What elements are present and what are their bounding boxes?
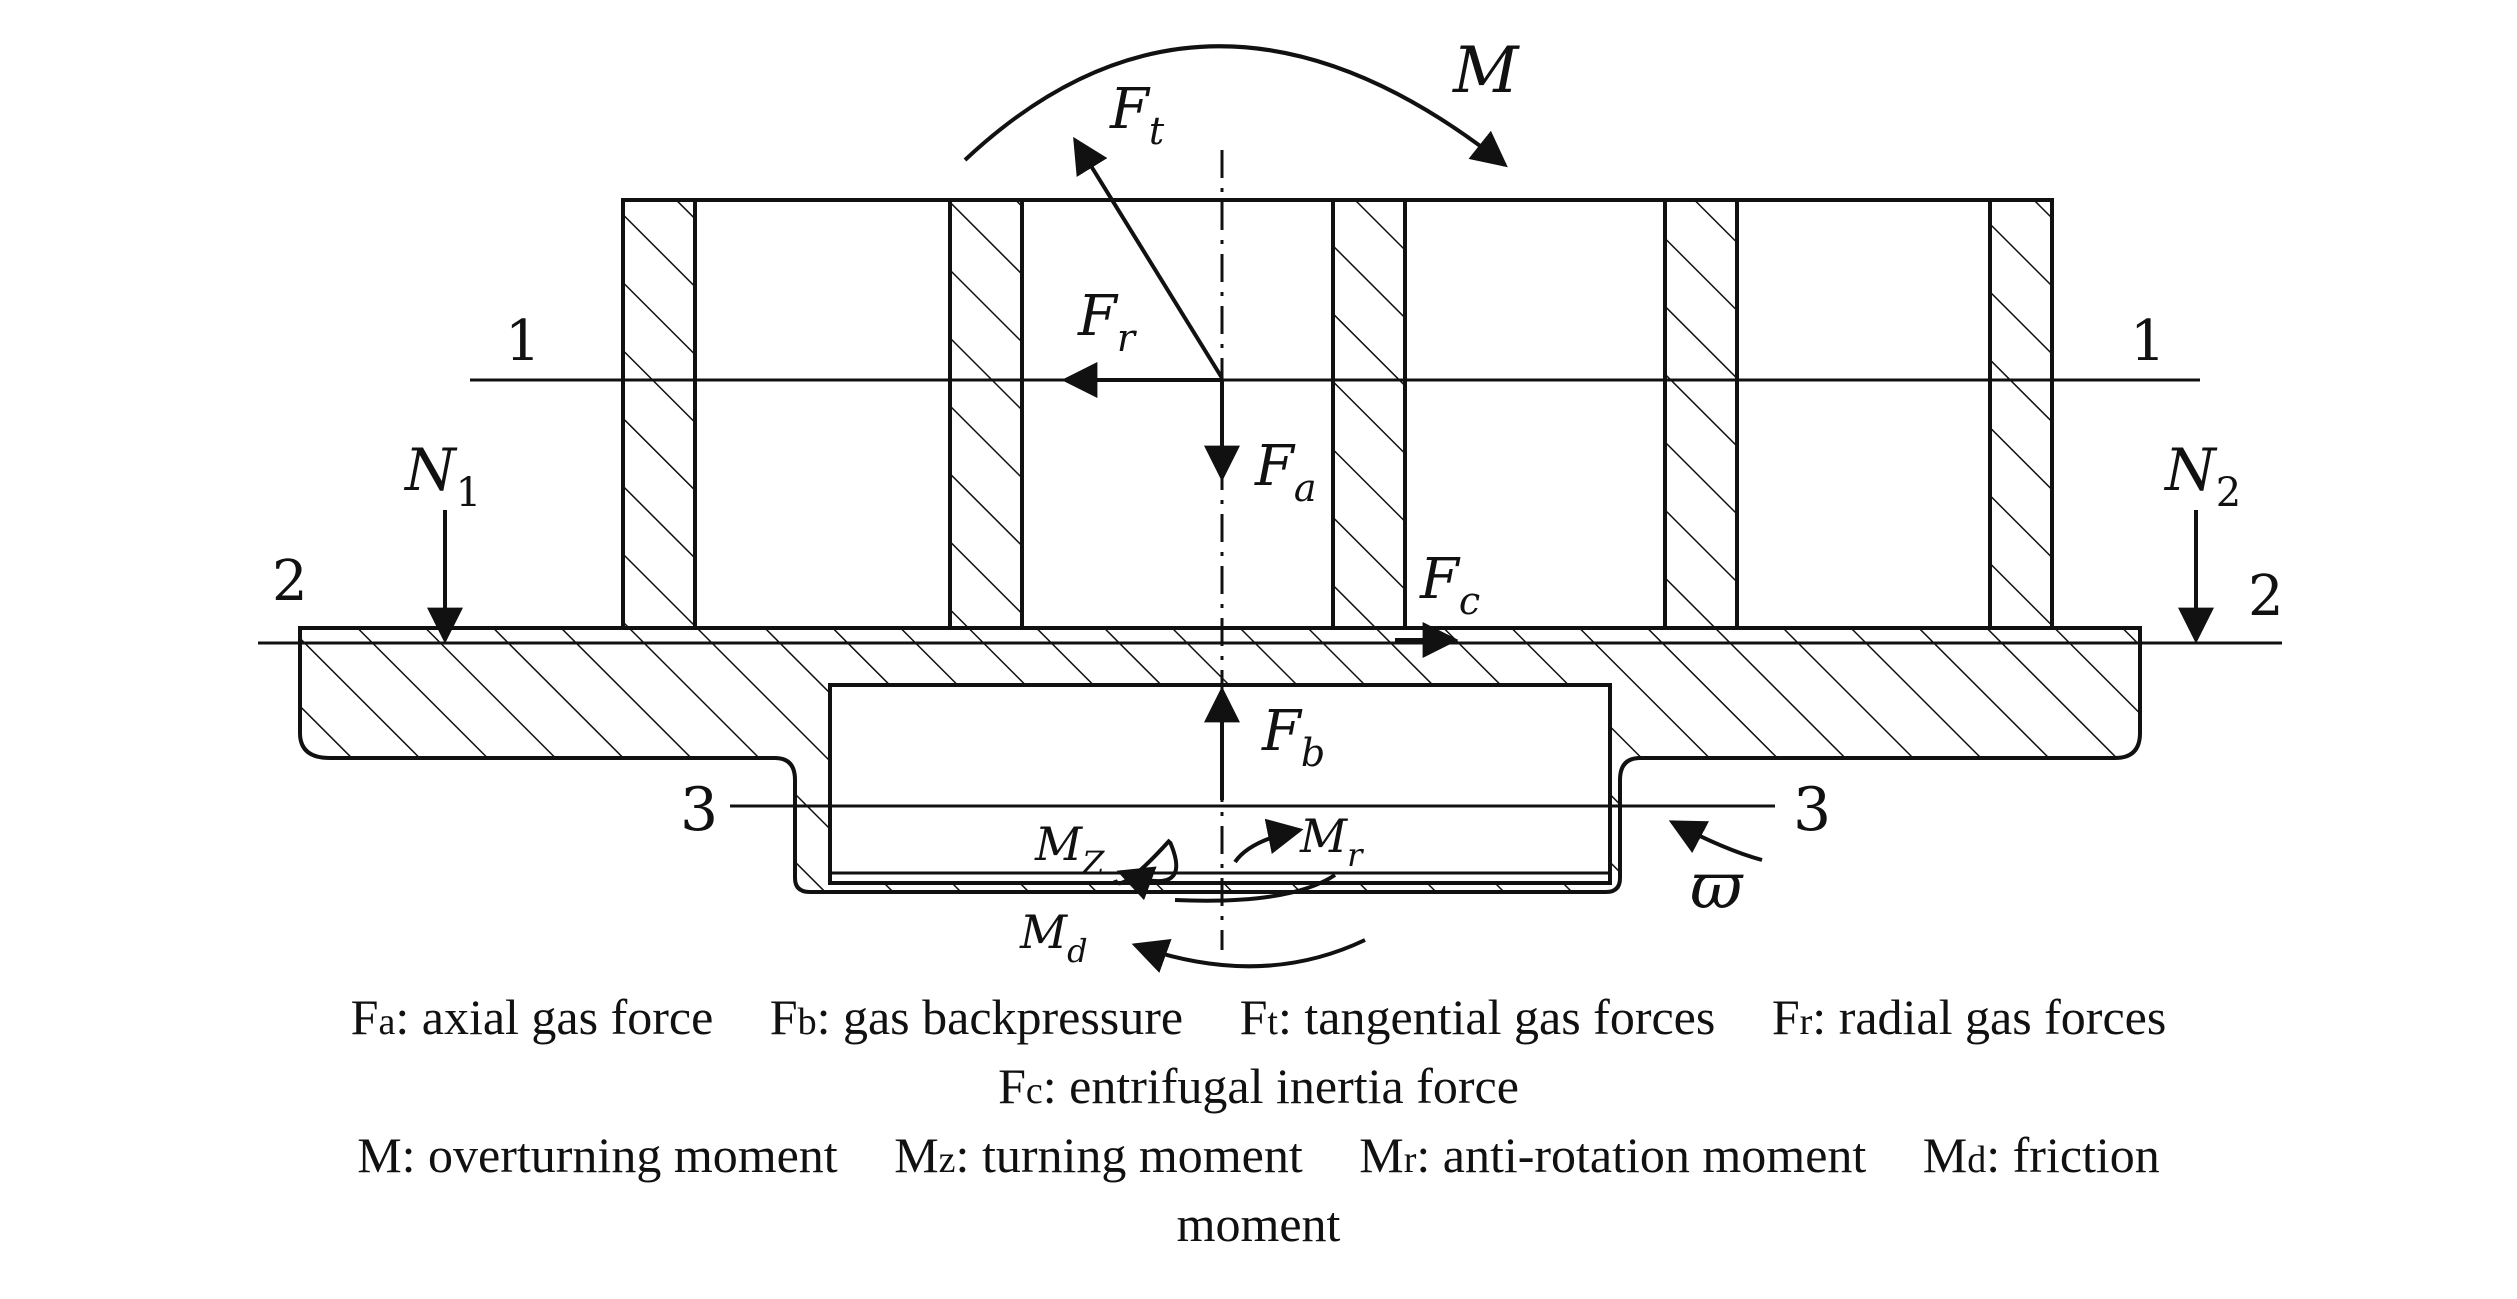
label-omega: ϖ [1690,850,1744,924]
moment-m-arc [963,44,1508,168]
seal-force-diagram: 1 1 2 2 3 3 Ft Fr Fa Fc Fb N1 N2 M [258,34,2284,973]
section-mark-2-left: 2 [272,549,308,614]
label-fb: Fb [1261,699,1325,775]
legend-line-2: Fc: entrifugal inertia force [0,1054,2517,1123]
label-ft: Ft [1109,77,1165,153]
moment-arrows: M MZ Mr Md ϖ [963,34,1763,973]
moment-mz-arrow [1116,841,1179,901]
moment-md-arc [1131,938,1366,973]
rotation-omega-arc [1668,820,1763,862]
section-lines: 1 1 2 2 3 3 [258,309,2284,845]
legend-line-1: Fa: axial gas force Fb: gas backpressure… [0,985,2517,1054]
force-ft-arrow [1073,136,1224,380]
label-fa: Fa [1254,434,1317,510]
legend-line-4: moment [0,1192,2517,1256]
moment-mr-arc [1174,873,1337,903]
legend-item-md: Md: friction [1922,1127,2160,1183]
moment-mr-arrow [1233,818,1304,864]
label-fc: Fc [1419,547,1480,623]
wall-2 [948,198,1024,630]
label-n1: N1 [403,436,481,516]
label-fr: Fr [1077,284,1138,360]
legend: Fa: axial gas force Fb: gas backpressure… [0,985,2517,1256]
legend-item-mr: Mr: anti-rotation moment [1359,1127,1867,1183]
label-m: M [1452,34,1520,108]
legend-item-ft: Ft: tangential gas forces [1239,989,1716,1045]
section-mark-2-right: 2 [2248,564,2284,629]
legend-line-3: M: overturning moment Mz: turning moment… [0,1123,2517,1192]
label-mz: MZ [1034,817,1105,882]
wall-5 [1988,198,2054,630]
legend-item-fb: Fb: gas backpressure [769,989,1184,1045]
legend-item-md-cont: moment [1176,1196,1341,1252]
section-mark-3-left: 3 [680,775,718,845]
section-mark-1-left: 1 [505,309,541,374]
wall-4 [1663,198,1739,630]
section-mark-1-right: 1 [2130,309,2166,374]
label-n2: N2 [2163,436,2241,516]
label-md: Md [1019,905,1088,970]
legend-item-m: M: overturning moment [357,1127,838,1183]
wall-3 [1331,198,1407,630]
section-mark-3-right: 3 [1793,775,1831,845]
legend-item-fa: Fa: axial gas force [350,989,714,1045]
legend-item-fr: Fr: radial gas forces [1771,989,2167,1045]
force-arrows: Ft Fr Fa Fc Fb N1 N2 [403,77,2241,800]
legend-item-fc: Fc: entrifugal inertia force [998,1058,1519,1114]
legend-item-mz: Mz: turning moment [894,1127,1303,1183]
label-mr: Mr [1299,809,1364,874]
wall-1 [621,198,697,630]
